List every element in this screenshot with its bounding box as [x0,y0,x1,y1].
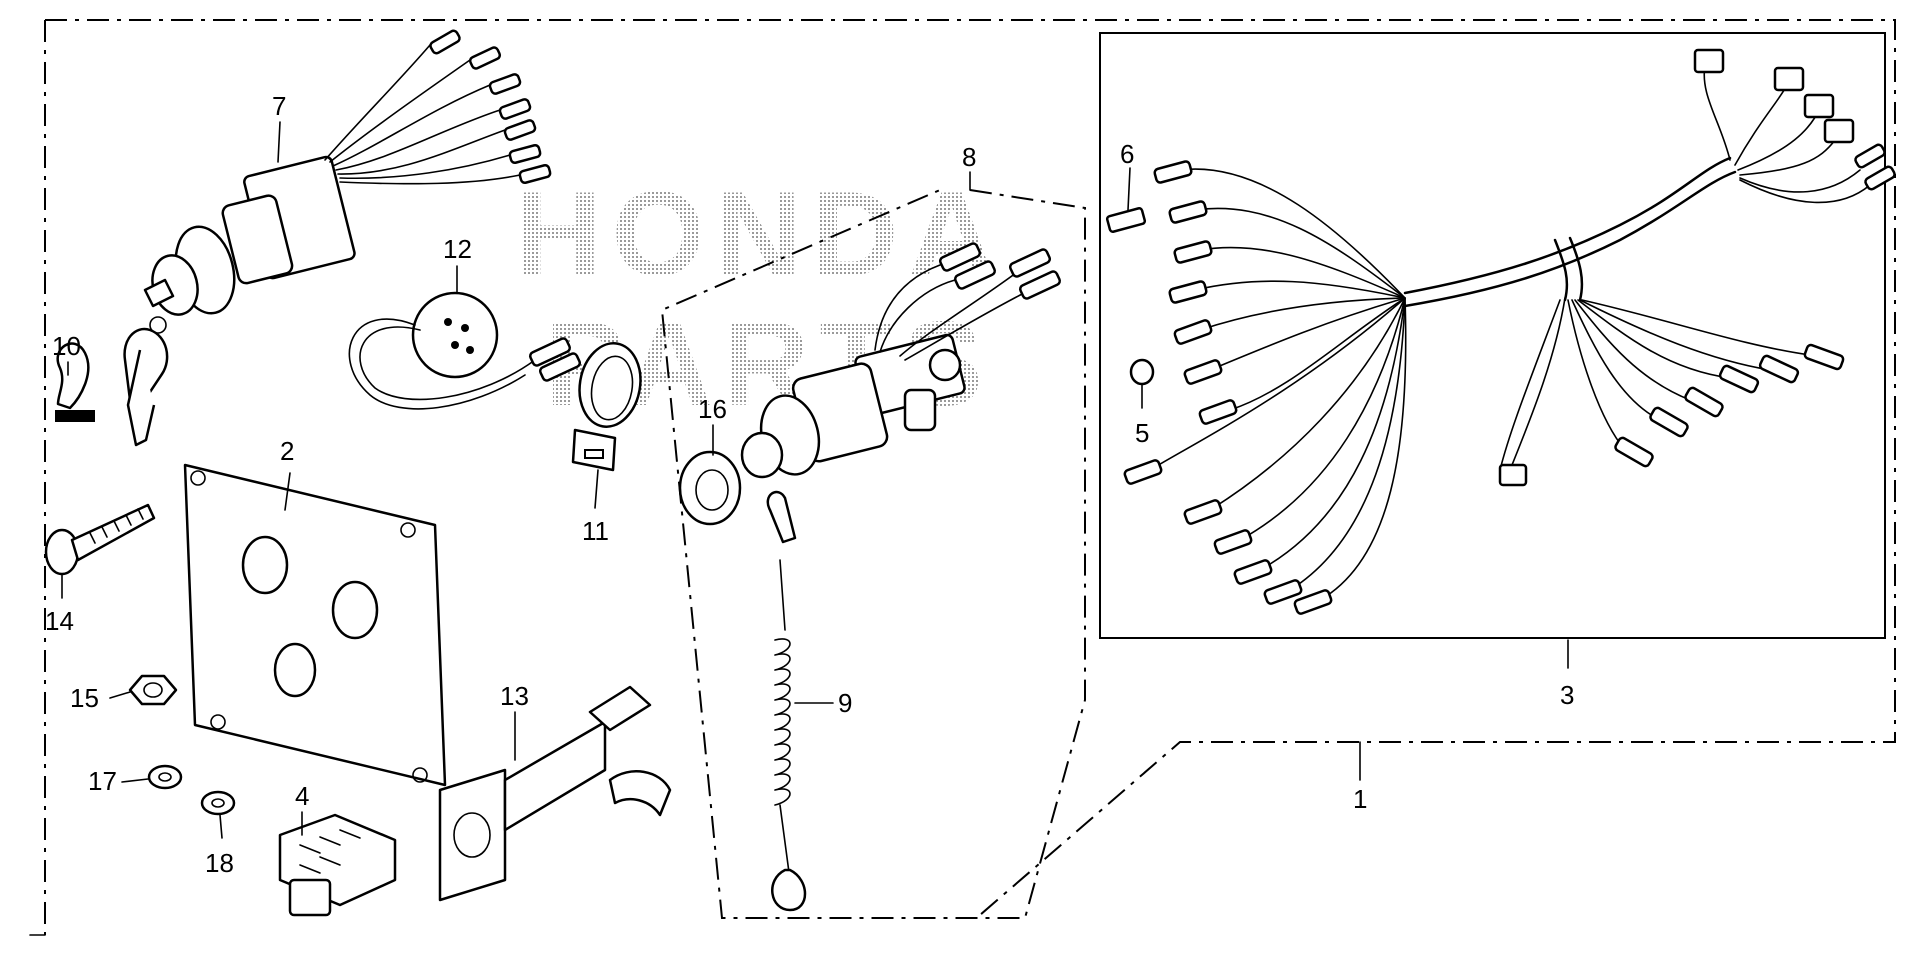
callout-15: 15 [70,683,99,713]
leader-lines [61,121,1569,839]
connector-icon [278,813,397,917]
buzzer-icon [348,291,582,410]
lanyard-cord-icon [766,490,807,912]
washer-18-icon [200,790,236,816]
clamp-band-icon [571,342,642,472]
callout-13: 13 [500,681,529,711]
harness-frame [1099,32,1886,639]
wire-harness-icon [1123,48,1896,615]
watermark-line-1: HONDA [515,167,1005,301]
callout-4: 4 [295,781,309,811]
callout-18: 18 [205,848,234,878]
callout-9: 9 [838,688,852,718]
nut-icon [128,674,178,706]
washer-17-icon [147,764,183,790]
callout-14: 14 [45,606,74,636]
callouts: 1 2 3 4 5 6 7 8 9 10 11 12 13 14 15 16 1… [45,91,1574,878]
screw-icon [44,503,156,576]
ignition-switch-icon [123,29,552,447]
assembly-outline [29,19,1896,936]
ring-nut-icon [678,450,742,526]
mounting-plate-icon [183,463,447,787]
grommet-icon [1129,358,1155,386]
stop-switch-icon [740,242,1062,479]
callout-10: 10 [52,331,81,361]
callout-1: 1 [1353,784,1367,814]
callout-16: 16 [698,394,727,424]
callout-5: 5 [1135,418,1149,448]
callout-12: 12 [443,234,472,264]
terminal-sleeve-icon [1105,207,1147,233]
callout-7: 7 [272,91,286,121]
callout-11: 11 [582,516,609,546]
callout-3: 3 [1560,680,1574,710]
callout-2: 2 [280,436,294,466]
key-icon [123,316,169,447]
callout-6: 6 [1120,139,1134,169]
callout-17: 17 [88,766,117,796]
clip-icon [55,342,95,422]
bracket-icon [438,685,672,902]
callout-8: 8 [962,142,976,172]
